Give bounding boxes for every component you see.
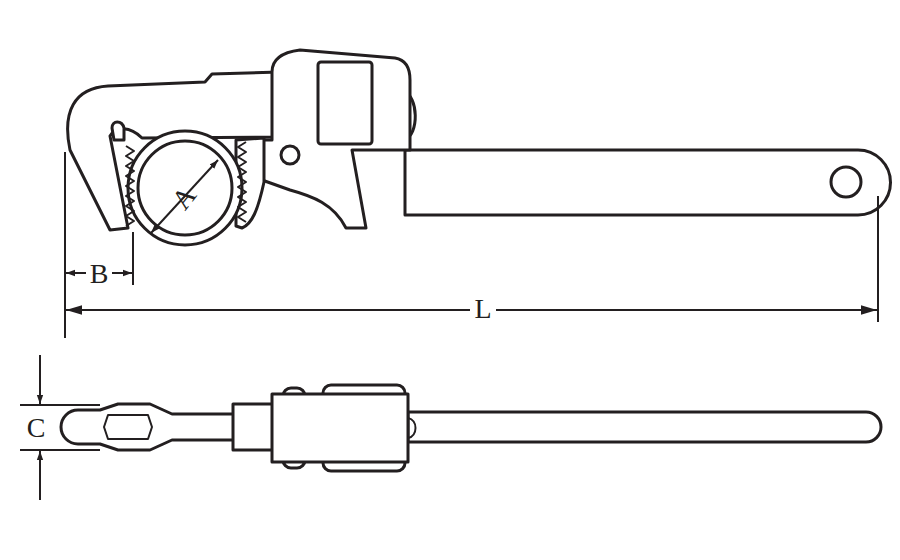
pipe — [128, 131, 242, 245]
jaw-teeth — [126, 146, 134, 226]
handle — [405, 150, 891, 215]
housing — [262, 50, 410, 228]
pivot-pin — [281, 146, 299, 164]
side-view — [61, 385, 881, 471]
housing-window — [318, 62, 372, 144]
dimension-label: C — [23, 414, 50, 442]
dimension-label: L — [470, 295, 495, 323]
pipe-bore — [138, 141, 232, 235]
top-view — [68, 50, 891, 245]
dimension-line — [151, 160, 218, 233]
jaw-teeth — [238, 142, 246, 222]
dimension-label: B — [86, 260, 113, 288]
hang-hole — [831, 167, 861, 197]
dimension-c — [20, 355, 100, 500]
jaw-slot — [112, 122, 124, 140]
